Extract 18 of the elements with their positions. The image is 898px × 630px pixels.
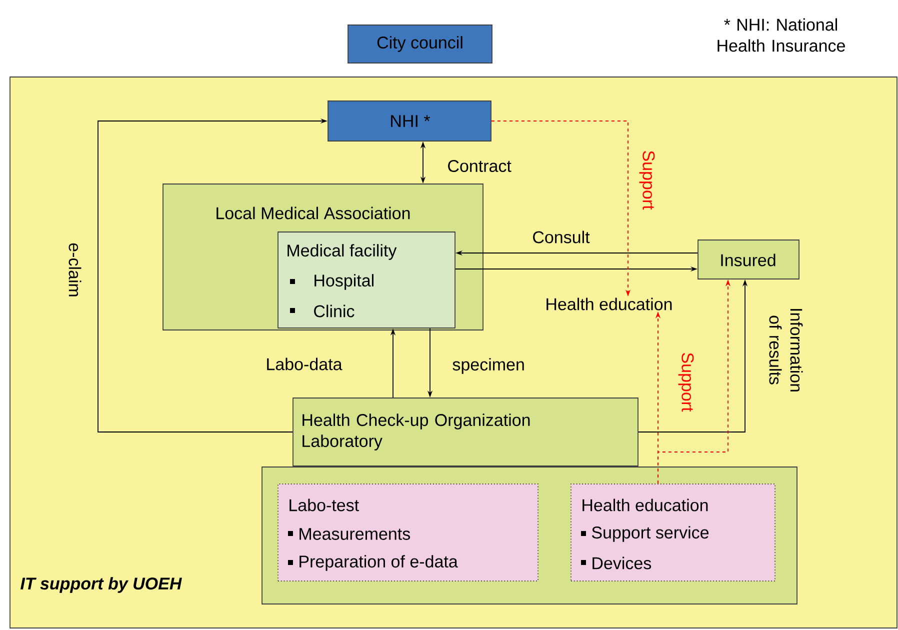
list-box: Labo-test Measurements Preparation of e-data <box>278 484 538 582</box>
facility-box: Medical facility Hospital Clinic <box>278 232 456 328</box>
edge-label: Information of results <box>768 296 804 404</box>
edge-label: Contract <box>446 159 512 174</box>
text-label: Health education <box>546 298 672 310</box>
edge-label: Support <box>677 351 695 413</box>
edge-label: specimen <box>451 357 526 375</box>
edge-label: Support <box>638 149 656 211</box>
edge-label: Consult <box>531 230 591 244</box>
edge-label: Labo-data <box>264 356 344 372</box>
panel-caption: IT support by UOEH <box>20 577 182 593</box>
insured-box: Insured <box>698 240 800 280</box>
edge-label: e-claim <box>68 242 82 298</box>
organization-box: NHI * <box>328 100 492 142</box>
list-box: Health education Support service Devices <box>570 484 776 582</box>
council-box: City council <box>348 24 492 64</box>
organization-box: Health Check-up Organization Laboratory <box>292 398 638 466</box>
footnote-text: * NHI: National Health Insurance <box>718 18 845 52</box>
